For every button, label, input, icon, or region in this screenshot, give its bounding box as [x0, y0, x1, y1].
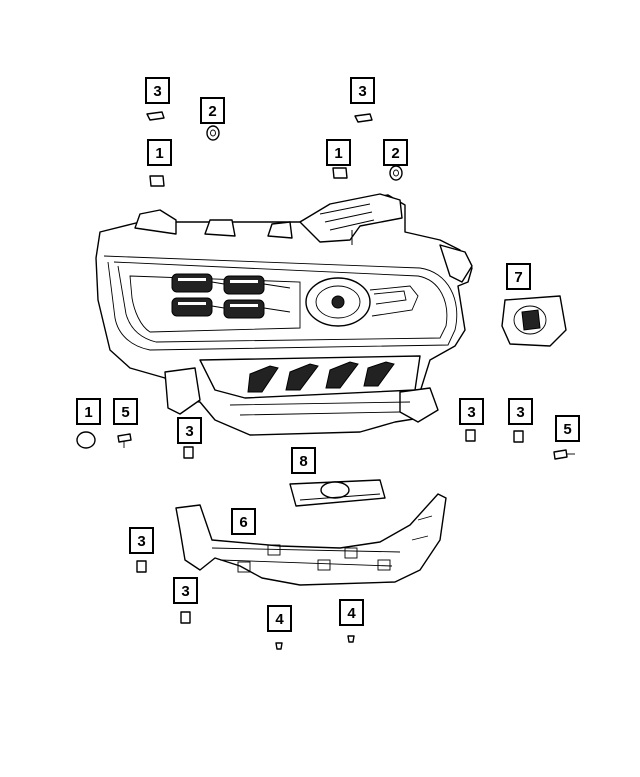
- lower-bracket-part: [175, 493, 447, 586]
- callout-number: 1: [334, 145, 342, 162]
- lamp-module-part: [501, 295, 567, 347]
- lower-fins: [247, 361, 395, 393]
- callout-number: 4: [347, 605, 356, 622]
- control-module-part: [289, 479, 386, 507]
- callout-5: 5: [113, 398, 138, 425]
- callout-1: 1: [147, 139, 172, 166]
- callout-3: 3: [173, 577, 198, 604]
- callout-8: 8: [291, 447, 316, 474]
- callout-number: 3: [137, 533, 145, 550]
- callout-number: 3: [467, 404, 475, 421]
- callout-number: 1: [84, 404, 92, 421]
- speed-nut-part: [136, 429, 524, 624]
- callout-number: 7: [514, 269, 522, 286]
- callout-number: 5: [563, 421, 571, 438]
- callout-3: 3: [508, 398, 533, 425]
- callout-number: 5: [121, 404, 129, 421]
- small-screw-part: [275, 635, 355, 650]
- callout-6: 6: [231, 508, 256, 535]
- cap-part: [76, 167, 348, 449]
- callout-2: 2: [200, 97, 225, 124]
- callout-4: 4: [267, 605, 292, 632]
- callout-number: 3: [153, 83, 161, 100]
- callout-number: 2: [208, 103, 216, 120]
- grommet-part: [206, 125, 403, 181]
- callout-3: 3: [129, 527, 154, 554]
- led-projector-array: [171, 273, 291, 319]
- callout-number: 2: [391, 145, 399, 162]
- callout-number: 3: [516, 404, 524, 421]
- callout-number: 6: [239, 514, 247, 531]
- callout-3: 3: [350, 77, 375, 104]
- callout-number: 3: [181, 583, 189, 600]
- clip-part: [146, 111, 373, 123]
- callout-number: 8: [299, 453, 307, 470]
- callout-number: 4: [275, 611, 284, 628]
- callout-3: 3: [459, 398, 484, 425]
- callout-4: 4: [339, 599, 364, 626]
- callout-1: 1: [76, 398, 101, 425]
- callout-7: 7: [506, 263, 531, 290]
- callout-3: 3: [177, 417, 202, 444]
- callout-3: 3: [145, 77, 170, 104]
- callout-2: 2: [383, 139, 408, 166]
- screw-part: [117, 433, 575, 460]
- callout-number: 1: [155, 145, 163, 162]
- callout-number: 3: [358, 83, 366, 100]
- callout-number: 3: [185, 423, 193, 440]
- callout-group: 3 2 3 1 1 2 7 1 5 3 3 3 5 8 6 3 3 4 4: [76, 77, 580, 632]
- callout-5: 5: [555, 415, 580, 442]
- headlamp-assembly: [95, 193, 473, 436]
- callout-1: 1: [326, 139, 351, 166]
